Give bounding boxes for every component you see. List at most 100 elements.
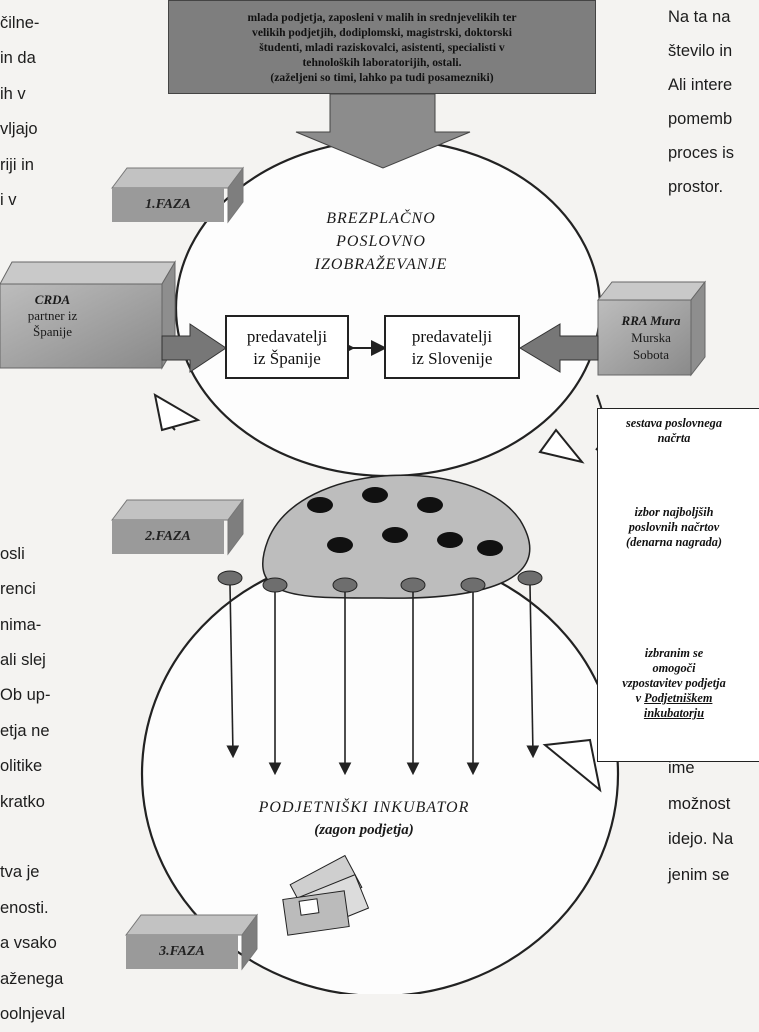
step-line: v Podjetniškem: [598, 691, 750, 706]
background-text-line: število in: [668, 42, 733, 60]
step-line: omogoči: [652, 661, 696, 675]
lecturers-slovenia-line: predavatelji: [411, 327, 493, 346]
lecturers-spain-line: predavatelji: [246, 327, 328, 346]
idea-arrows: [217, 570, 543, 776]
step-line: poslovnih načrtov: [628, 520, 720, 534]
arrow-from-crda: [161, 323, 227, 373]
rra-line: Sobota: [632, 347, 670, 362]
step-line: vzpostavitev podjetja: [622, 676, 726, 690]
idea-seed: [217, 570, 243, 586]
background-text-line: vljajo: [0, 120, 38, 139]
arrow-from-rra: [519, 323, 599, 373]
background-text-line: čilne-: [0, 14, 40, 32]
background-text-line: nima-: [0, 615, 42, 634]
background-text-line: a vsako: [0, 934, 57, 953]
step-line-prefix: v: [635, 691, 645, 705]
idea-arrow: [526, 584, 540, 759]
step-line: načrta: [657, 431, 691, 445]
background-text-line: olitike: [0, 757, 43, 776]
idea-dot: [307, 497, 333, 513]
background-text-line: osli: [0, 544, 25, 563]
background-text-line: aženega: [0, 969, 64, 988]
background-text-line: riji in: [0, 155, 34, 174]
background-text-line: enosti.: [0, 898, 49, 917]
idea-dot: [477, 540, 503, 556]
step-selection: izbor najboljših poslovnih načrtov (dena…: [598, 505, 750, 550]
crda-line: partner iz: [27, 308, 78, 323]
background-text-line: jenim se: [668, 865, 730, 884]
step-line: izbranim se: [644, 646, 704, 660]
background-text-line: i v: [0, 190, 17, 209]
idea-seed: [400, 577, 426, 593]
lecturers-slovenia-line: iz Slovenije: [411, 349, 493, 368]
free-education-line: POSLOVNO: [336, 233, 426, 250]
background-text-line: možnost: [668, 794, 731, 813]
idea-dot: [437, 532, 463, 548]
step-line-underlined: inkubatorju: [643, 706, 705, 720]
rra-label: RRA Mura Murska Sobota: [604, 312, 698, 363]
rra-box: [596, 280, 707, 377]
lecturers-slovenia-box: predavatelji iz Slovenije: [384, 315, 520, 379]
background-text-line: ime: [668, 759, 695, 778]
phase1-label: 1.FAZA: [112, 188, 224, 222]
crda-line: Španije: [33, 324, 72, 339]
background-text-line: tva je: [0, 863, 40, 882]
background-text-line: renci: [0, 580, 36, 599]
idea-dot: [417, 497, 443, 513]
rra-line: Murska: [631, 330, 671, 345]
background-text-line: pomemb: [668, 110, 733, 128]
background-text-line: etja ne: [0, 721, 50, 740]
banner-line: velikih podjetjih, dodiplomski, magistrs…: [252, 26, 512, 39]
incubator-subtitle: (zagon podjetja): [314, 822, 414, 838]
banner-line: mlada podjetja, zaposleni v malih in sre…: [247, 11, 517, 24]
idea-dot: [382, 527, 408, 543]
step-incubation: izbranim se omogoči vzpostavitev podjetj…: [598, 646, 750, 721]
phase3-box-shape: [125, 913, 258, 971]
background-text-line: kratko: [0, 792, 45, 811]
step-line: izbor najboljših: [634, 505, 714, 519]
background-text-line: Na ta na: [668, 8, 731, 26]
steps-panel: sestava poslovnega načrta izbor najboljš…: [597, 408, 759, 762]
lecturers-spain-line: iz Španije: [253, 349, 321, 368]
flow-diagram: [0, 93, 707, 994]
banner-line: tehnoloških laboratorijih, ostali.: [302, 56, 462, 69]
background-text-line: prostor.: [668, 178, 724, 196]
background-text-line: proces is: [668, 144, 735, 162]
step-line-underlined: Podjetniškem: [644, 691, 713, 705]
background-text-line: ali slej: [0, 651, 46, 670]
idea-arrow: [226, 584, 240, 759]
crda-name: CRDA: [34, 292, 71, 307]
background-text-line: idejo. Na: [668, 830, 734, 849]
free-education-line: BREZPLAČNO: [326, 210, 436, 227]
incubator-title: PODJETNIŠKI INKUBATOR (zagon podjetja): [226, 796, 502, 842]
phase2-label: 2.FAZA: [112, 520, 224, 554]
down-arrow-top: [295, 93, 471, 169]
idea-seed: [517, 570, 543, 586]
target-group-banner: mlada podjetja, zaposleni v malih in sre…: [168, 0, 596, 94]
background-text-line: oolnjeval: [0, 1004, 66, 1023]
phase3-label: 3.FAZA: [126, 935, 238, 969]
background-text-line: ih v: [0, 84, 26, 103]
step-line: (denarna nagrada): [626, 535, 722, 549]
background-text-line: in da: [0, 49, 36, 68]
phase1-box-shape: [111, 166, 244, 224]
rra-name: RRA Mura: [621, 313, 681, 328]
idea-dot: [327, 537, 353, 553]
free-education-title: BREZPLAČNO POSLOVNO IZOBRAŽEVANJE: [286, 207, 476, 276]
background-text-line: Ob up-: [0, 686, 51, 705]
idea-dots: [307, 487, 503, 556]
crda-label: CRDA partner iz Španije: [0, 292, 105, 340]
idea-seed: [332, 577, 358, 593]
lecturers-spain-box: predavatelji iz Španije: [225, 315, 349, 379]
incubator-title-text: PODJETNIŠKI INKUBATOR: [258, 799, 470, 816]
idea-seed: [262, 577, 288, 593]
money-icon: [282, 854, 370, 936]
step-business-plan: sestava poslovnega načrta: [598, 416, 750, 446]
free-education-line: IZOBRAŽEVANJE: [314, 256, 448, 273]
banner-line: (zaželjeni so timi, lahko pa tudi posame…: [270, 71, 494, 84]
step-line: sestava poslovnega: [626, 416, 722, 430]
background-text-right: Na ta na število in Ali intere pomemb proces…: [668, 0, 759, 204]
background-text-line: Ali intere: [668, 76, 733, 94]
banner-line: študenti, mladi raziskovalci, asistenti,…: [259, 41, 505, 54]
